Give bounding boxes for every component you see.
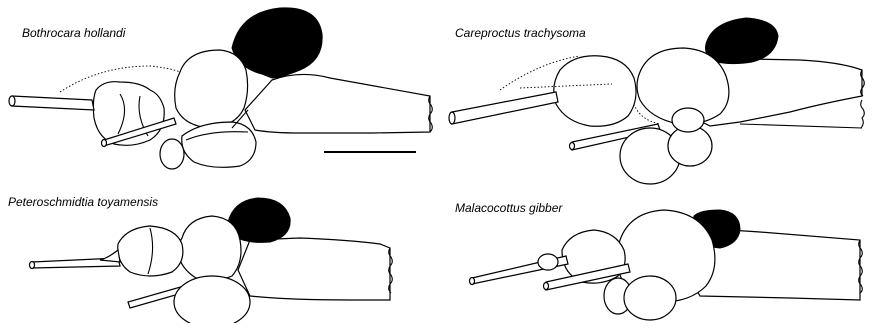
hypothalamus-lobe <box>160 139 184 169</box>
panel-malacocottus-gibber: Malacocottus gibber <box>455 201 862 320</box>
medulla-outline <box>238 238 390 300</box>
optic-tectum <box>175 50 248 128</box>
hypothalamus <box>624 276 676 320</box>
panel-peteroschmidtia-toyamensis: Peteroschmidtia toyamensis <box>8 195 392 323</box>
cerebellum-black <box>706 18 779 64</box>
hypothalamus-lobe <box>672 108 704 132</box>
panel-careproctus-trachysoma: Careproctus trachysoma <box>449 18 864 184</box>
species-label-bothrocara-hollandi: Bothrocara hollandi <box>22 26 126 40</box>
olfactory-tract <box>452 92 558 124</box>
panel-bothrocara-hollandi: Bothrocara hollandi <box>9 8 432 169</box>
telencephalon <box>118 226 183 276</box>
optic-tectum <box>178 216 241 281</box>
olfactory-tract <box>12 96 94 110</box>
species-label-malacocottus-gibber: Malacocottus gibber <box>455 201 563 215</box>
medulla-outline <box>245 74 430 133</box>
hypothalamus <box>174 276 250 323</box>
telencephalon <box>554 56 636 127</box>
species-label-peteroschmidtia-toyamensis: Peteroschmidtia toyamensis <box>8 195 158 209</box>
hypothalamus <box>182 122 256 167</box>
species-label-careproctus-trachysoma: Careproctus trachysoma <box>455 26 586 40</box>
